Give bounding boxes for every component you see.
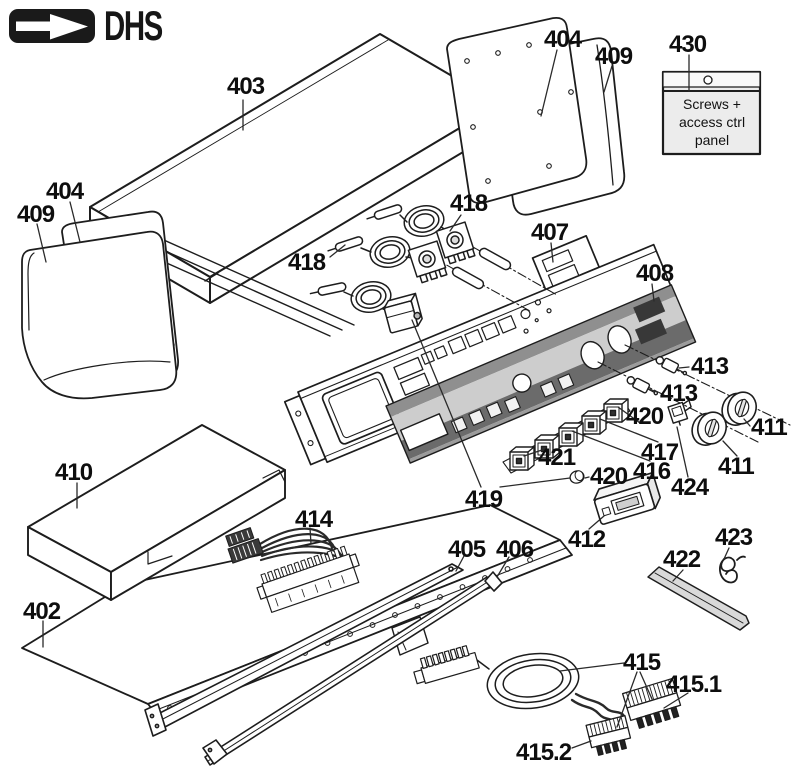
label-421: 421 [538,444,576,471]
part-409-left-cover [21,230,178,400]
part-419-igniter-box [383,292,423,334]
label-406: 406 [496,536,534,563]
label-404-left: 404 [46,178,84,205]
knob-axis-lines [597,344,791,443]
part-422-strip [647,566,750,631]
part-408-fascia [385,284,697,464]
label-410: 410 [55,459,93,486]
part-430-bag [661,70,762,156]
label-417: 417 [641,439,679,466]
label-402: 402 [23,598,61,625]
label-409-left: 409 [17,201,55,228]
label-413-upper: 413 [691,353,729,380]
part-415-2-connector [585,715,632,756]
dhs-arrow-icon [9,9,95,43]
label-418-lower: 418 [288,249,326,276]
part-406-rail [202,571,503,766]
label-415-2: 415.2 [516,739,572,766]
label-404-right: 404 [544,26,582,53]
label-411-upper: 411 [751,414,788,441]
label-414: 414 [295,506,333,533]
label-415-1: 415.1 [666,671,722,698]
part-switch-row [502,398,631,474]
part-415-cable [413,645,626,726]
label-413-lower: 413 [660,380,698,407]
label-407: 407 [531,219,569,246]
part-412-display-module [593,471,661,525]
brand-logo: DHS [8,2,187,49]
part-418-thermostats [309,204,558,314]
part-419-cap [569,470,585,484]
label-408: 408 [636,260,674,287]
part-405-rail [144,563,464,737]
part-410-cover [27,424,286,601]
label-420-lower: 420 [590,463,628,490]
label-415: 415 [623,649,661,676]
label-411-lower: 411 [718,453,755,480]
part-424-microswitch [667,399,692,426]
label-424: 424 [671,474,709,501]
brand-logo-text: DHS [104,2,163,49]
part-413-lamps [626,356,688,396]
part-414-harness [225,527,360,613]
leader-lines [36,49,751,749]
label-422: 422 [663,546,701,573]
label-423: 423 [715,524,753,551]
label-409-right: 409 [595,43,633,70]
part-411-knobs [691,391,758,446]
screw-bag-caption: Screws + access ctrl panel [678,96,746,148]
label-419: 419 [465,486,503,513]
label-420-upper: 420 [626,403,664,430]
label-416: 416 [633,458,671,485]
label-412: 412 [568,526,606,553]
part-423-clip [718,555,746,584]
label-430: 430 [669,31,707,58]
label-403: 403 [227,73,265,100]
label-418-upper: 418 [450,190,488,217]
label-405: 405 [448,536,486,563]
